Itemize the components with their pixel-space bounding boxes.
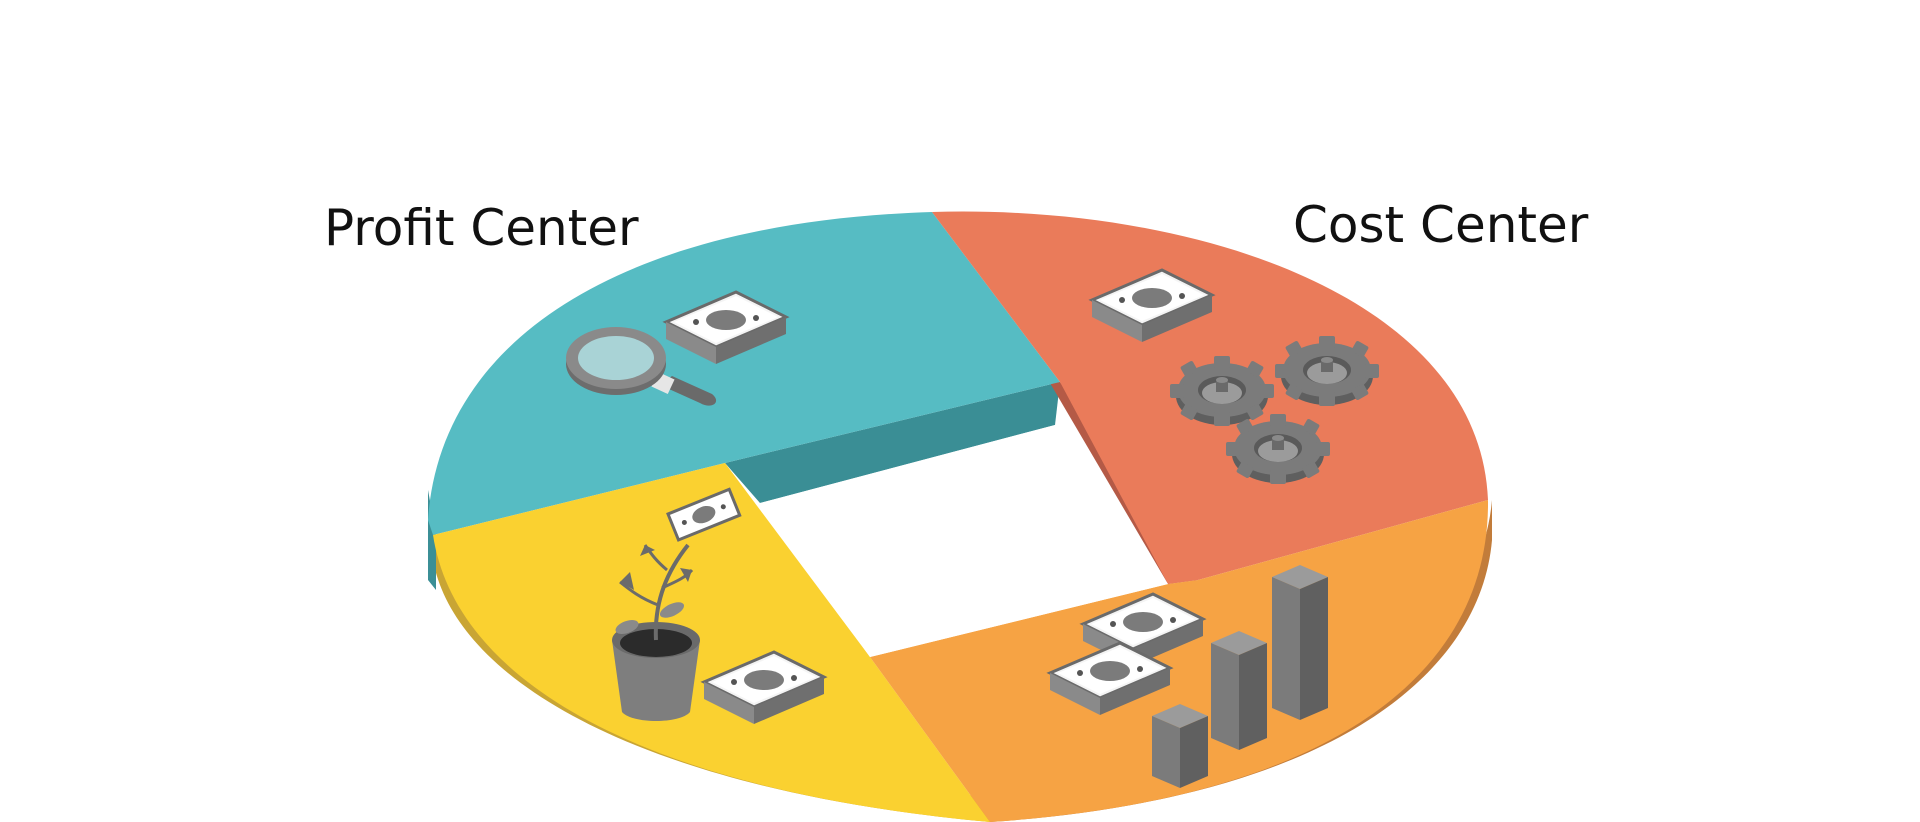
money-plant-icon	[612, 487, 742, 721]
center-hole	[760, 425, 1168, 657]
cost-center-label: Cost Center	[1293, 196, 1589, 254]
orange-segment-top	[870, 500, 1489, 822]
bar-chart-icon	[1152, 565, 1328, 788]
yellow-segment-top	[433, 463, 990, 822]
teal-inner-wall	[725, 382, 1060, 503]
magnifying-glass-icon	[566, 327, 717, 406]
profit-center-label: Profit Center	[324, 199, 639, 257]
teal-segment-top	[428, 212, 1060, 535]
